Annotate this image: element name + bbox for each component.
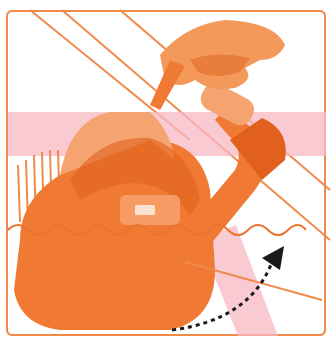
pole xyxy=(150,60,185,110)
robot-side-slot xyxy=(135,205,155,215)
